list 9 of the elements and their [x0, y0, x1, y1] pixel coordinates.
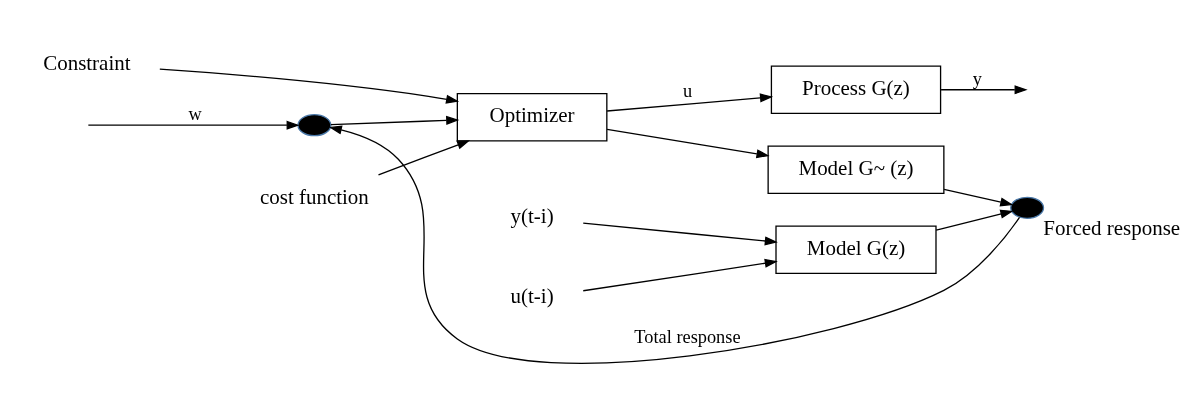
node-text: cost function: [259, 184, 369, 209]
node-text: Constraint: [43, 50, 131, 75]
node-text: y(t-i): [510, 204, 554, 229]
edge-label: Total response: [634, 327, 741, 348]
edge-label: y: [972, 68, 982, 89]
node-text: u(t-i): [510, 284, 554, 309]
node-label: Forced response: [1043, 216, 1181, 241]
edge-label: w: [188, 104, 202, 125]
edge-label: u: [682, 80, 693, 101]
